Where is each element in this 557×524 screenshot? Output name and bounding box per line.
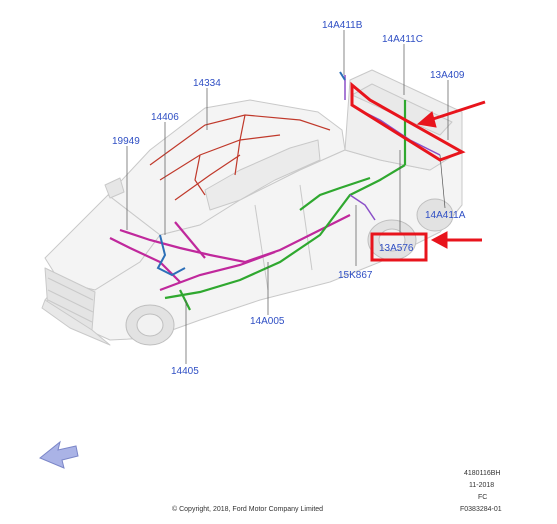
callout-14405: 14405: [171, 366, 199, 377]
highlight-box-bed: [350, 81, 466, 162]
harness-body-14A005: [109, 214, 351, 292]
meta-date: 11-2018: [469, 482, 494, 489]
meta-region: FC: [478, 494, 487, 501]
callout-19949: 19949: [112, 136, 140, 147]
callout-13A576: 13A576: [379, 243, 414, 254]
callout-13A409: 13A409: [430, 70, 465, 81]
harness-frame-14405: [164, 100, 407, 311]
callout-14334: 14334: [193, 78, 221, 89]
callout-14A411C: 14A411C: [382, 34, 423, 45]
harness-roof-14334: [149, 114, 331, 201]
meta-figure-id: F0383284-01: [460, 506, 502, 513]
harness-engine-14406: [156, 71, 346, 277]
meta-code: 4180116BH: [464, 470, 500, 477]
callout-14A411B: 14A411B: [322, 20, 363, 31]
highlight-box-13A576: [370, 232, 428, 262]
callout-15K867: 15K867: [338, 270, 373, 281]
leader-lines: [126, 30, 449, 364]
callout-14A005: 14A005: [250, 316, 285, 327]
copyright-notice: © Copyright, 2018, Ford Motor Company Li…: [172, 505, 323, 513]
vehicle-body: [41, 69, 463, 346]
callout-14406: 14406: [151, 112, 179, 123]
highlight-arrows: [416, 100, 486, 249]
direction-arrow-icon: [39, 440, 79, 469]
callout-14A411A: 14A411A: [425, 210, 466, 221]
highlight-markup: [350, 81, 466, 262]
